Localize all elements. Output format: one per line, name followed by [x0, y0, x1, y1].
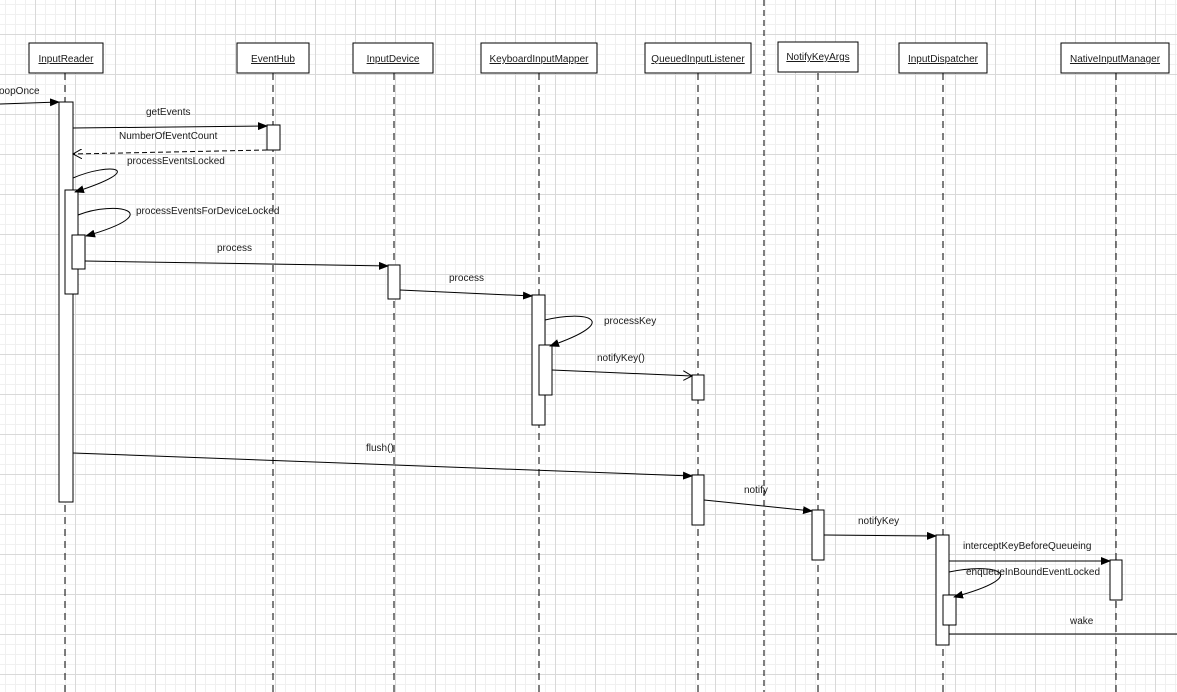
label-process-key: processKey	[604, 316, 656, 327]
label-flush: flush()	[366, 443, 394, 454]
message-process-events-for-device-locked[interactable]: processEventsForDeviceLocked	[77, 206, 279, 238]
lifeline-head-input-device[interactable]	[352, 42, 434, 74]
label-notify: notify	[744, 485, 768, 496]
lifeline-name-native-input-manager: NativeInputManager	[1070, 54, 1161, 65]
lifeline-name-input-device: InputDevice	[367, 54, 420, 65]
lifeline-input-reader: InputReader	[28, 42, 104, 692]
lifeline-queued-input-listener: QueuedInputListener	[644, 42, 752, 692]
message-notify-key-call[interactable]: notifyKey()	[551, 353, 692, 376]
label-wake: wake	[1069, 616, 1094, 627]
lifeline-event-hub: EventHub	[236, 42, 310, 692]
lifeline-head-native-input-manager[interactable]	[1060, 42, 1170, 74]
message-process-mapper[interactable]: process	[399, 273, 533, 300]
lifeline-head-notify-key-args[interactable]	[777, 41, 859, 73]
activation-input-dispatcher-enqueue[interactable]	[942, 594, 957, 626]
lifeline-name-event-hub: EventHub	[251, 54, 295, 65]
lifeline-head-input-dispatcher[interactable]	[898, 42, 988, 74]
activation-native-input-manager[interactable]	[1109, 559, 1123, 601]
activation-input-device[interactable]	[387, 264, 401, 300]
lifeline-notify-key-args: NotifyKeyArgs	[777, 41, 859, 692]
activation-queued-listener-notify-key[interactable]	[691, 374, 705, 401]
label-notify-key-call: notifyKey()	[597, 353, 645, 364]
message-flush[interactable]: flush()	[72, 443, 693, 480]
activation-notify-key-args[interactable]	[811, 509, 825, 561]
message-wake[interactable]: wake	[949, 616, 1177, 635]
lifeline-head-input-reader[interactable]	[28, 42, 104, 74]
lifeline-name-input-dispatcher: InputDispatcher	[908, 54, 979, 65]
lifeline-keyboard-input-mapper: KeyboardInputMapper	[480, 42, 598, 692]
message-loop-once[interactable]: oopOnce	[0, 86, 60, 107]
message-enqueue-in-bound-event-locked[interactable]: enqueueInBoundEventLocked	[948, 567, 1100, 599]
lifeline-name-notify-key-args: NotifyKeyArgs	[786, 52, 849, 63]
label-process-device: process	[217, 243, 252, 254]
label-intercept-key-before-queueing: interceptKeyBeforeQueueing	[963, 541, 1091, 552]
message-process-events-locked[interactable]: processEventsLocked	[72, 156, 225, 194]
activation-input-reader[interactable]	[58, 101, 74, 503]
message-number-of-event-count[interactable]: NumberOfEventCount	[73, 131, 268, 154]
label-notify-key: notifyKey	[858, 516, 899, 527]
lifeline-head-keyboard-input-mapper[interactable]	[480, 42, 598, 74]
lifeline-head-queued-input-listener[interactable]	[644, 42, 752, 74]
activation-input-reader-process-device[interactable]	[71, 234, 86, 270]
lifeline-input-dispatcher: InputDispatcher	[898, 42, 988, 692]
lifeline-name-keyboard-input-mapper: KeyboardInputMapper	[490, 54, 590, 65]
activation-queued-listener-flush[interactable]	[691, 474, 705, 526]
label-get-events: getEvents	[146, 107, 190, 118]
message-notify[interactable]: notify	[703, 485, 813, 515]
lifeline-head-event-hub[interactable]	[236, 42, 310, 74]
lifeline-name-queued-input-listener: QueuedInputListener	[651, 54, 745, 65]
message-notify-key[interactable]: notifyKey	[823, 516, 937, 540]
label-process-events-for-device-locked: processEventsForDeviceLocked	[136, 206, 279, 217]
activation-keyboard-mapper-process-key[interactable]	[538, 344, 553, 396]
label-loop-once: oopOnce	[0, 86, 40, 97]
activation-input-dispatcher[interactable]	[935, 534, 950, 646]
activation-event-hub[interactable]	[266, 124, 281, 151]
message-process-device[interactable]: process	[84, 243, 389, 270]
message-intercept-key-before-queueing[interactable]: interceptKeyBeforeQueueing	[949, 541, 1111, 565]
message-get-events[interactable]: getEvents	[72, 107, 268, 131]
label-process-mapper: process	[449, 273, 484, 284]
label-number-of-event-count: NumberOfEventCount	[119, 131, 218, 142]
message-process-key[interactable]: processKey	[544, 315, 656, 347]
label-process-events-locked: processEventsLocked	[127, 156, 225, 167]
lifeline-native-input-manager: NativeInputManager	[1060, 42, 1170, 692]
lifeline-name-input-reader: InputReader	[38, 54, 94, 65]
lifeline-input-device: InputDevice	[352, 42, 434, 692]
label-enqueue-in-bound-event-locked: enqueueInBoundEventLocked	[966, 567, 1100, 578]
